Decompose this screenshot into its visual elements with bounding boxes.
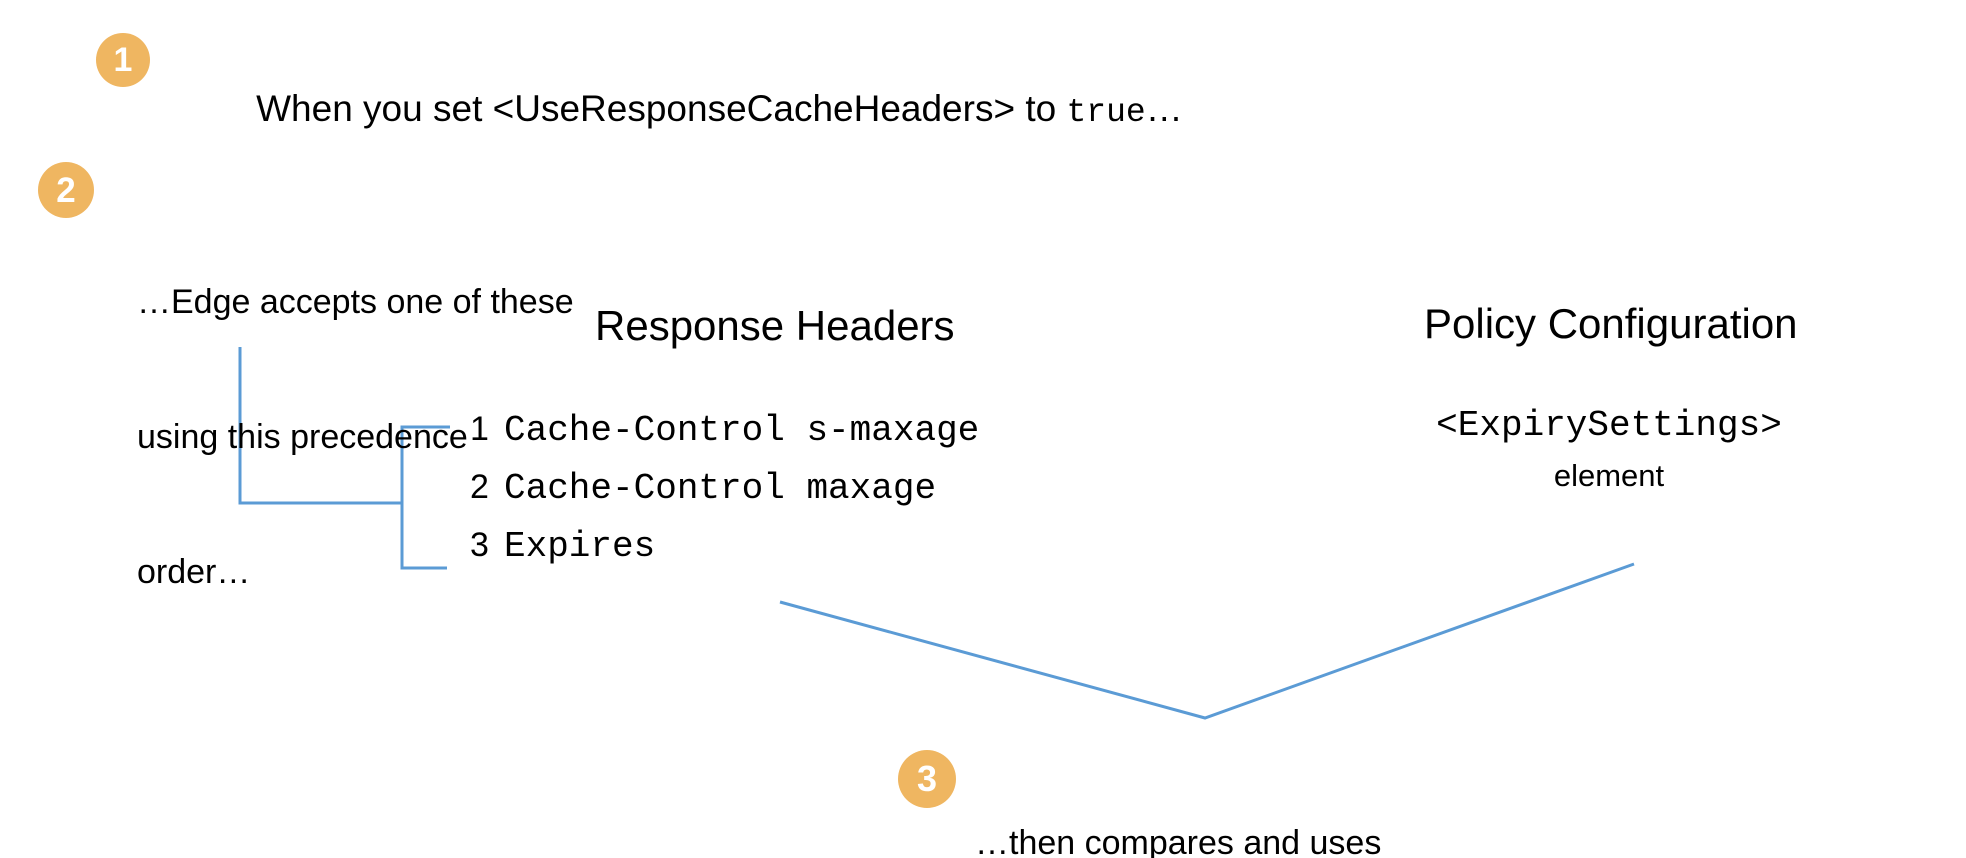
- callout-1-suffix: …: [1145, 88, 1183, 129]
- callout-3-text: …then compares and uses the lesser of th…: [975, 728, 1381, 858]
- expiry-settings-element-name: <ExpirySettings>: [1436, 405, 1782, 446]
- callout-2-line-2: using this precedence: [137, 418, 468, 456]
- comparison-v-connector: [779, 562, 1635, 720]
- callout-1-value: true: [1066, 94, 1146, 131]
- expiry-settings-element-word: element: [1553, 458, 1665, 493]
- response-headers-heading: Response Headers: [595, 302, 955, 349]
- callout-badge-3-number: 3: [916, 758, 938, 799]
- callout-2-line-1: …Edge accepts one of these: [137, 283, 574, 321]
- precedence-item-label: Cache-Control s-maxage: [504, 410, 980, 451]
- callout-1-text: When you set <UseResponseCacheHeaders> t…: [215, 40, 1183, 182]
- precedence-list: 1 Cache-Control s-maxage 2 Cache-Control…: [470, 410, 979, 584]
- callout-badge-3: 3: [898, 750, 956, 808]
- precedence-item: 1 Cache-Control s-maxage: [470, 410, 979, 468]
- callout-2-text: …Edge accepts one of these using this pr…: [137, 190, 574, 685]
- policy-configuration-heading: Policy Configuration: [1424, 300, 1798, 347]
- callout-badge-2: 2: [38, 162, 94, 218]
- precedence-item: 3 Expires: [470, 526, 979, 584]
- precedence-item-number: 1: [470, 410, 489, 448]
- callout-badge-2-number: 2: [56, 170, 76, 210]
- precedence-item-label: Expires: [504, 526, 656, 567]
- precedence-item: 2 Cache-Control maxage: [470, 468, 979, 526]
- callout-badge-1: 1: [96, 33, 150, 87]
- callout-3-line-1: …then compares and uses: [975, 824, 1382, 858]
- callout-badge-1-number: 1: [113, 41, 133, 79]
- precedence-item-number: 2: [470, 468, 489, 506]
- callout-2-line-3: order…: [137, 553, 251, 591]
- callout-1-prefix: When you set <UseResponseCacheHeaders> t…: [256, 88, 1067, 129]
- policy-configuration-block: <ExpirySettings> element: [1394, 405, 1824, 494]
- precedence-item-label: Cache-Control maxage: [504, 468, 937, 509]
- precedence-item-number: 3: [470, 526, 489, 564]
